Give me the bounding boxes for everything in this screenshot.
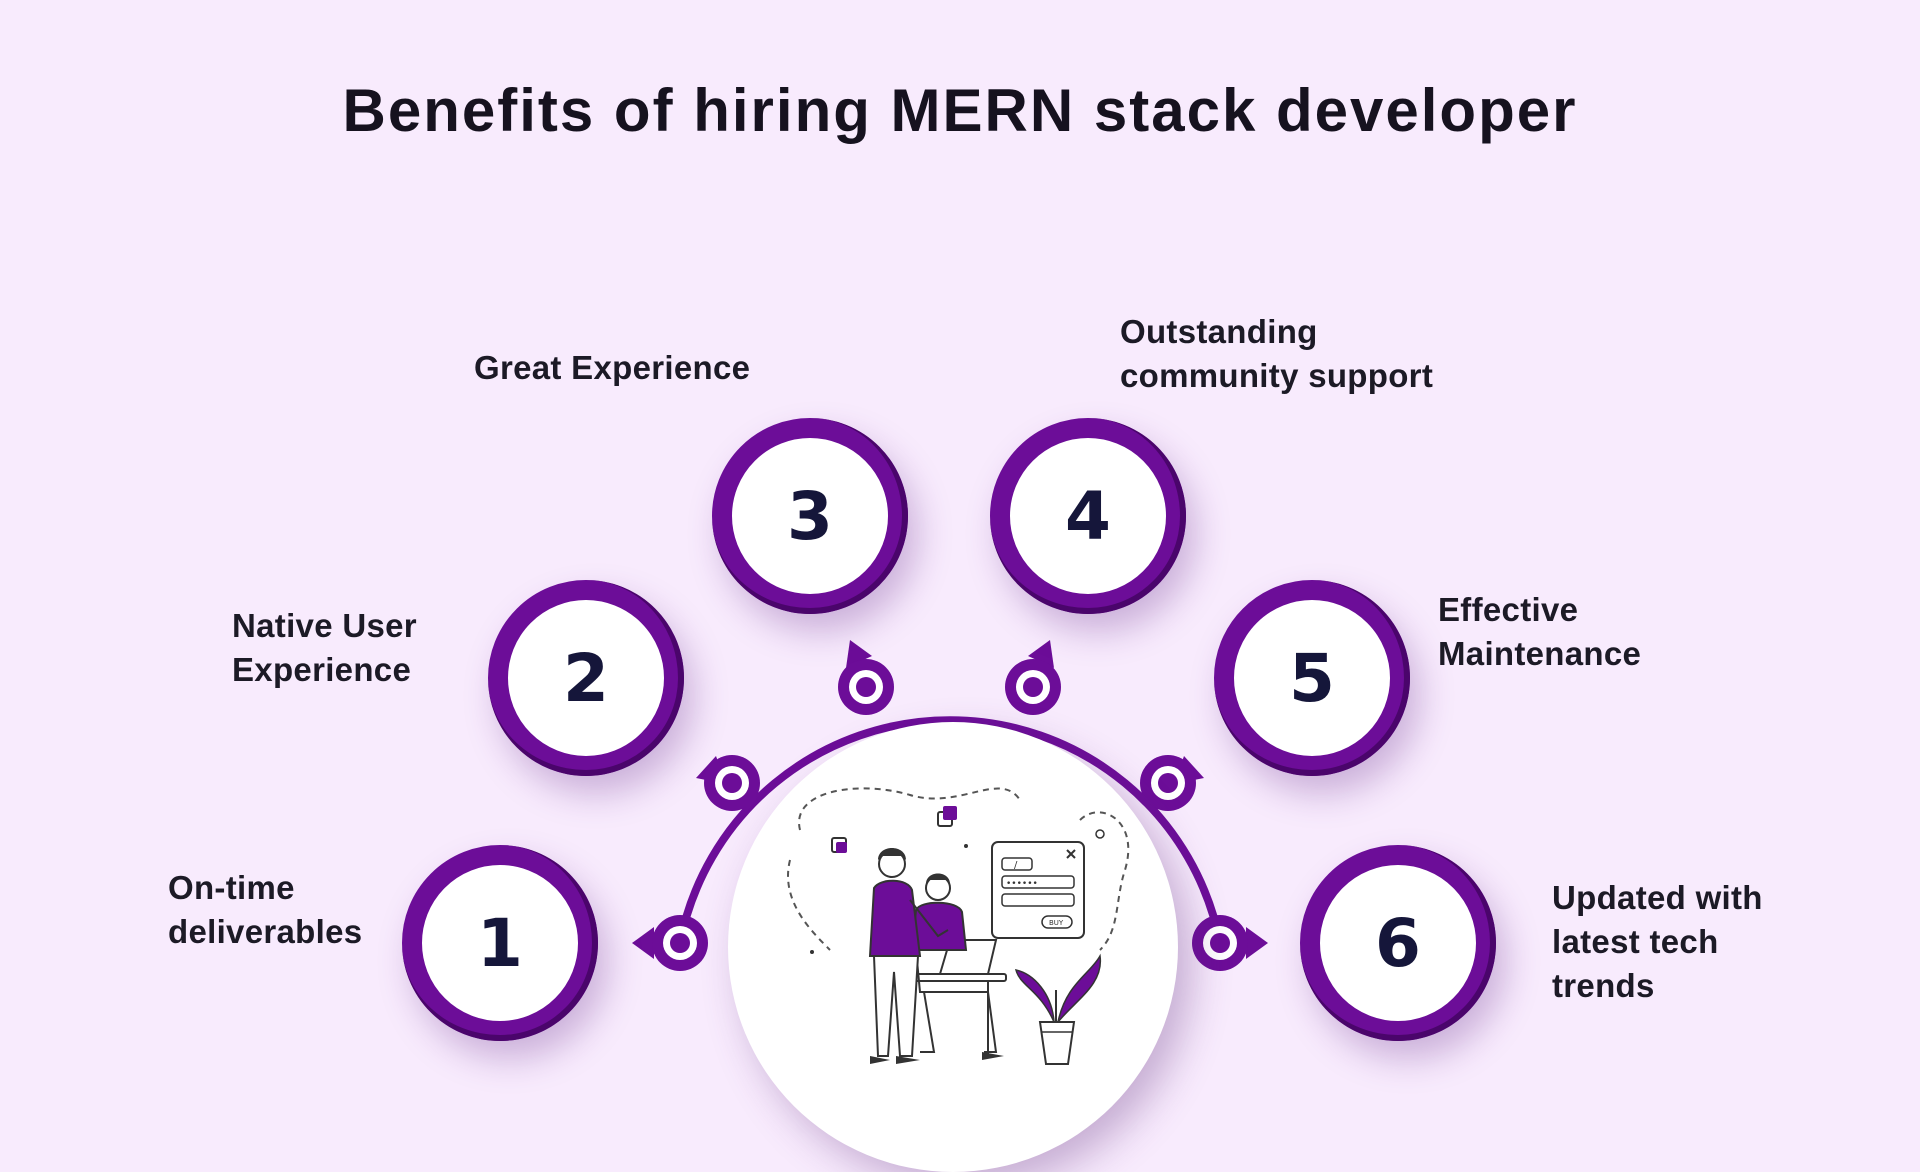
- arc-pin-2: [696, 755, 760, 811]
- arc-pin-3: [838, 640, 894, 715]
- page-title: Benefits of hiring MERN stack developer: [342, 77, 1578, 144]
- arc-pin-5: [1140, 755, 1204, 811]
- benefit-3-number: 3: [787, 477, 833, 555]
- login-field-text: /: [1014, 860, 1018, 871]
- benefit-4-number: 4: [1065, 477, 1111, 555]
- benefit-2-number-circle: 2: [488, 580, 684, 776]
- benefit-1-label: On-time deliverables: [168, 869, 363, 950]
- benefit-5-number-circle: 5: [1214, 580, 1410, 776]
- potted-plant-icon: [1014, 953, 1102, 1065]
- benefit-5-label: Effective Maintenance: [1438, 591, 1642, 672]
- benefit-3-label: Great Experience: [474, 349, 751, 386]
- benefit-6-number: 6: [1375, 904, 1421, 982]
- arc-arrow-left: [632, 927, 654, 959]
- arc-pin-4: [1005, 640, 1061, 715]
- benefit-2-label: Native User Experience: [232, 607, 417, 688]
- people-at-laptop-illustration: / •••••• BUY: [787, 787, 1130, 1065]
- arc-track: [676, 716, 1224, 944]
- benefit-3-number-circle: 3: [712, 418, 908, 614]
- benefit-4-number-circle: 4: [990, 418, 1186, 614]
- benefit-6-number-circle: 6: [1300, 845, 1496, 1041]
- arc-arrow-right: [1246, 927, 1268, 959]
- benefit-6-label: Updated with latest tech trends: [1552, 879, 1763, 1004]
- benefit-2-number: 2: [563, 639, 609, 717]
- password-field-text: ••••••: [1006, 879, 1038, 889]
- benefit-5-number: 5: [1289, 639, 1335, 717]
- arc-connector: [632, 640, 1268, 971]
- benefit-1-number-circle: 1: [402, 845, 598, 1041]
- login-window-icon: / •••••• BUY: [991, 841, 1085, 939]
- arc-pin-1: [652, 915, 708, 971]
- buy-button-text: BUY: [1049, 919, 1064, 927]
- benefit-1-number: 1: [477, 904, 523, 982]
- arc-pin-6: [1192, 915, 1248, 971]
- benefit-4-label: Outstanding community support: [1120, 313, 1434, 394]
